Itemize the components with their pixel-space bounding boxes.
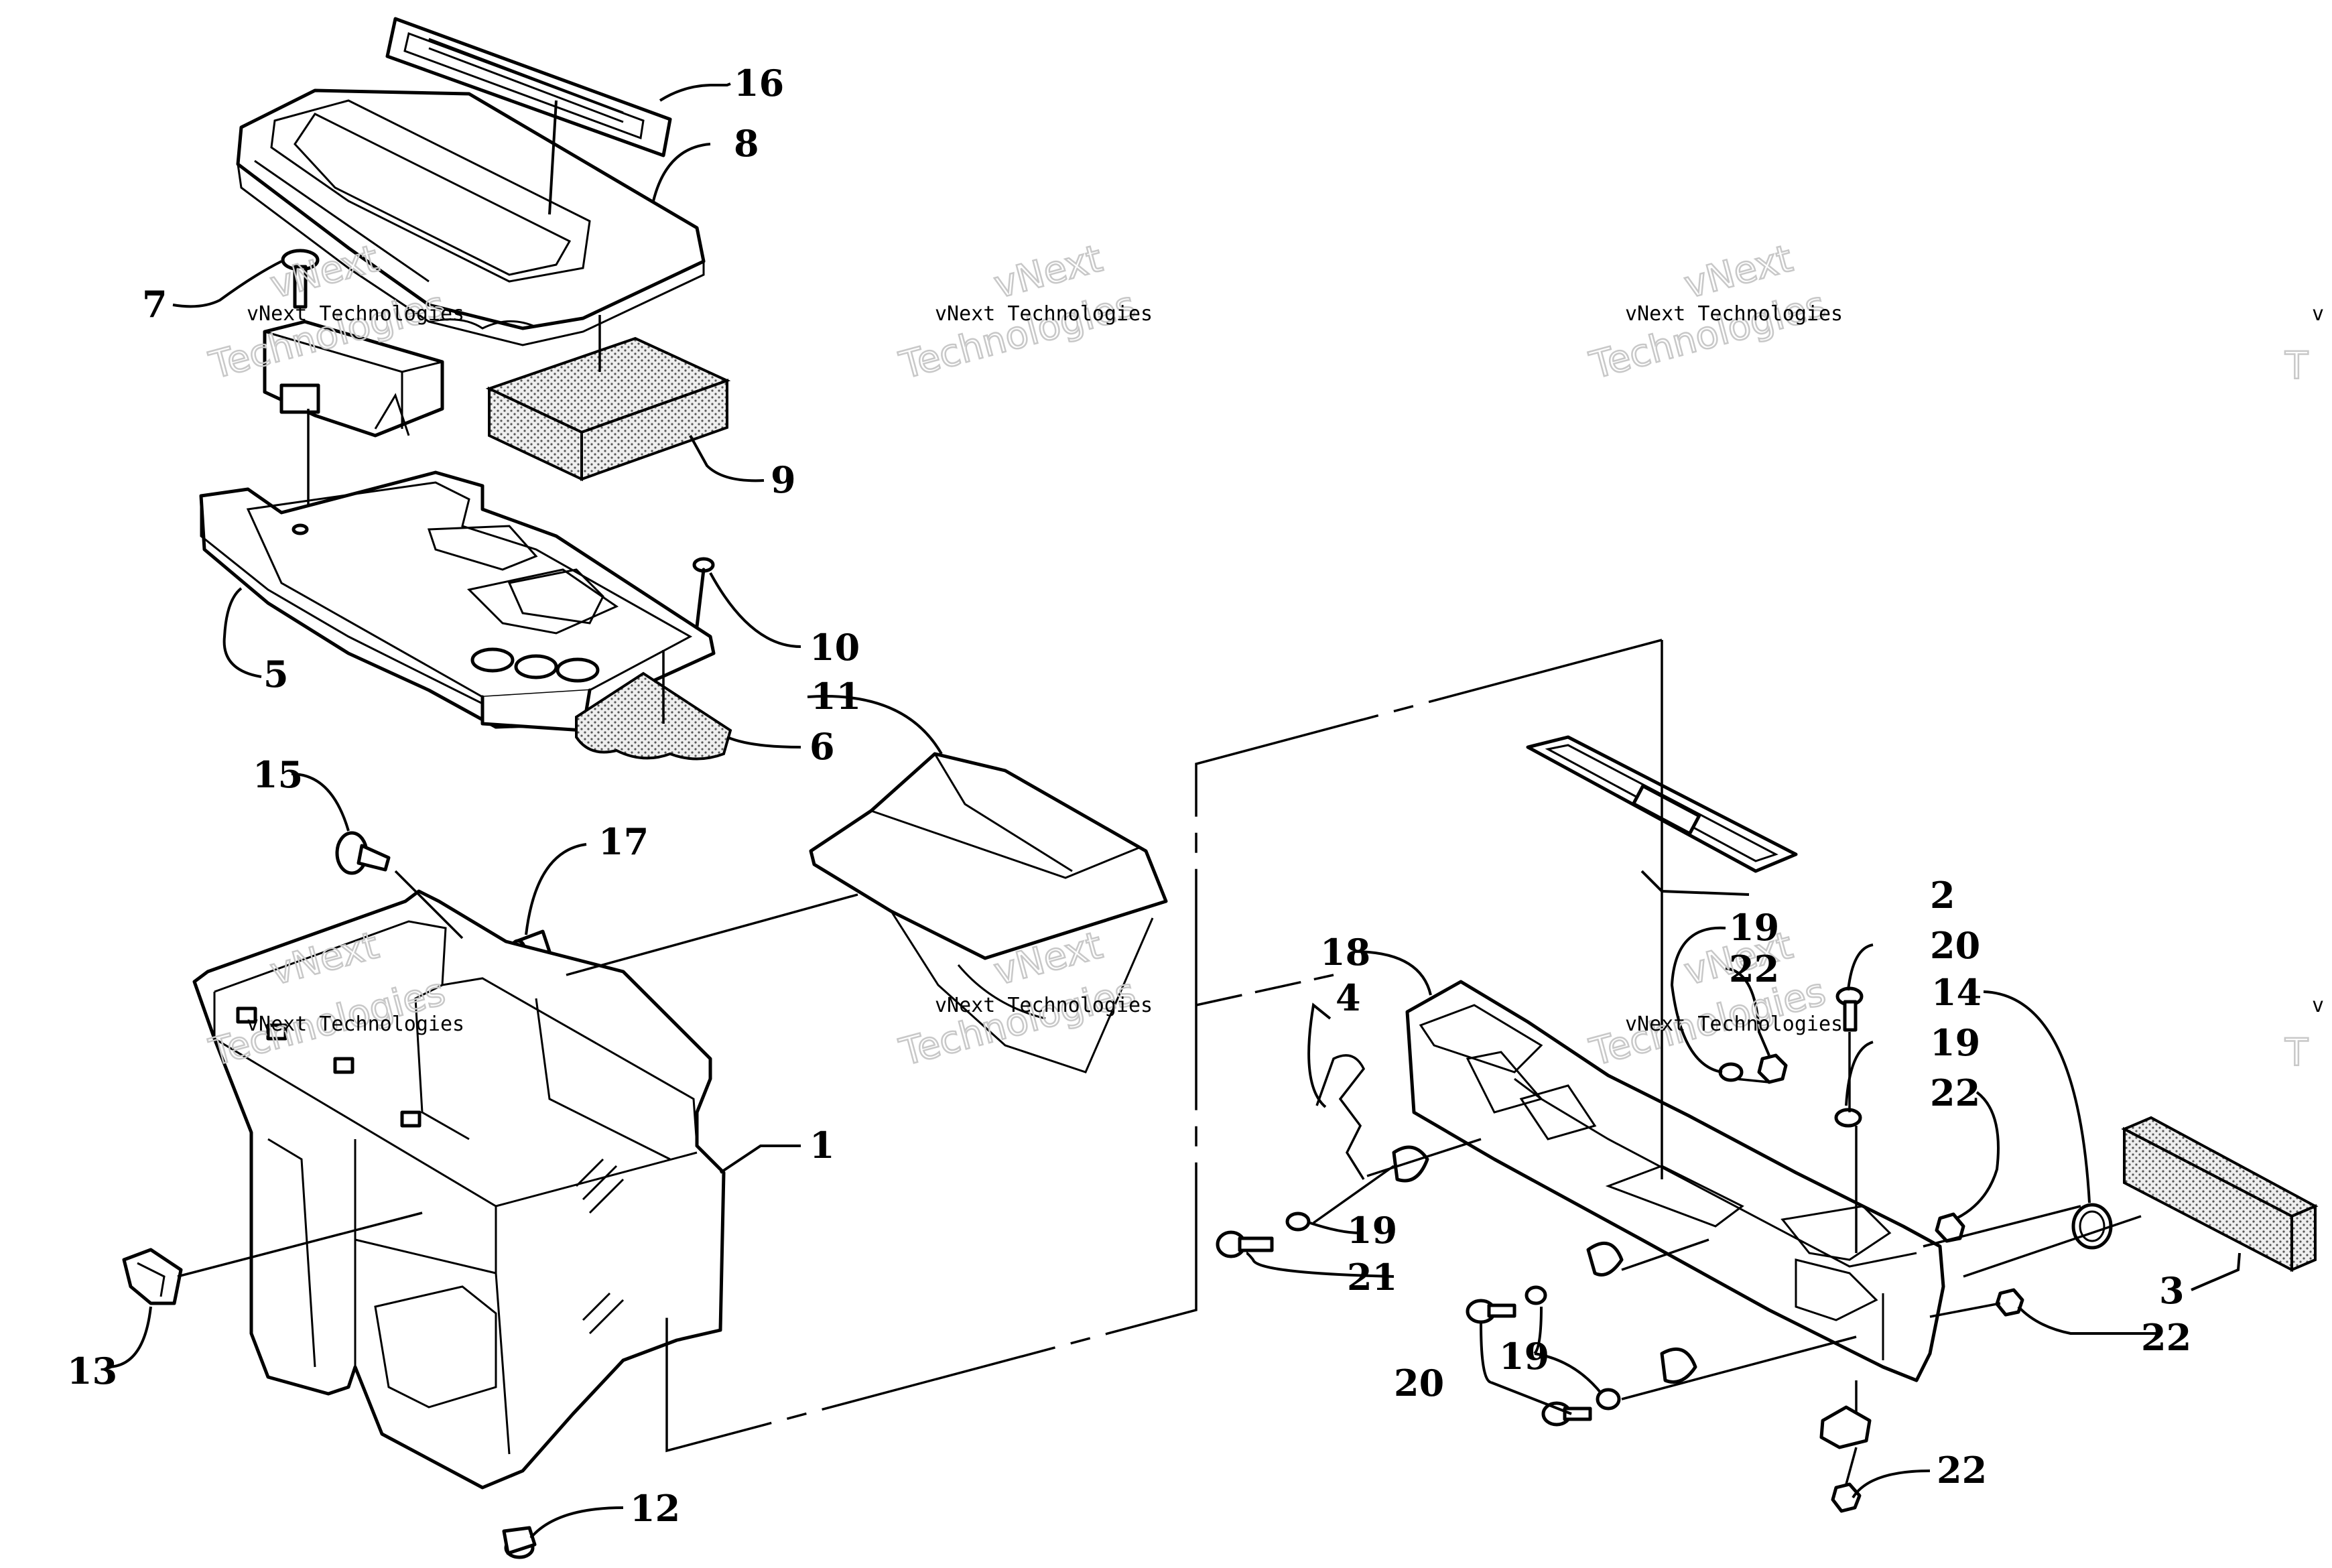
svg-text:T: T bbox=[2284, 344, 2309, 388]
callout-19-bottom: 19 bbox=[1499, 1335, 1549, 1378]
callout-22-bottom: 22 bbox=[1937, 1449, 1987, 1492]
callout-4: 4 bbox=[1336, 976, 1361, 1019]
callout-14: 14 bbox=[1931, 971, 1982, 1014]
svg-text:vNext Technologies: vNext Technologies bbox=[935, 302, 1153, 326]
part-13-clip bbox=[122, 1248, 183, 1305]
svg-text:vNext Technologies: vNext Technologies bbox=[935, 994, 1153, 1017]
callout-10: 10 bbox=[809, 626, 860, 669]
part-15-bolt bbox=[335, 831, 391, 875]
svg-text:vNext Technologies: vNext Technologies bbox=[1625, 1012, 1843, 1036]
callout-19-left: 19 bbox=[1347, 1209, 1397, 1252]
part-8-airbox-lid bbox=[236, 88, 706, 346]
callout-6: 6 bbox=[809, 725, 835, 768]
callout-19-right: 19 bbox=[1930, 1021, 1980, 1064]
callout-9: 9 bbox=[771, 458, 796, 501]
svg-text:vNext Technologies: vNext Technologies bbox=[247, 302, 464, 326]
part-10-screw bbox=[692, 557, 715, 629]
part-3-filter-element bbox=[2121, 1116, 2319, 1272]
callout-19-top: 19 bbox=[1729, 906, 1779, 949]
part-5-airbox-tray bbox=[199, 470, 716, 732]
callout-2: 2 bbox=[1930, 874, 1955, 917]
svg-text:vNext Technologies: vNext Technologies bbox=[247, 1012, 464, 1036]
callout-18: 18 bbox=[1320, 931, 1370, 974]
part-1-airbox-housing bbox=[192, 889, 726, 1490]
callout-numbers: 16 8 7 9 10 5 11 6 15 17 1 13 12 2 18 4 … bbox=[67, 62, 2191, 1530]
callout-21: 21 bbox=[1347, 1256, 1397, 1299]
svg-text:vNext: vNext bbox=[266, 237, 383, 307]
svg-text:v: v bbox=[2312, 302, 2324, 326]
callout-22-top: 22 bbox=[1729, 948, 1779, 990]
leader-lines bbox=[107, 82, 2241, 1539]
hardware bbox=[1216, 986, 2024, 1513]
callout-13: 13 bbox=[67, 1350, 117, 1392]
svg-text:T: T bbox=[2284, 1031, 2309, 1075]
part-4-spring bbox=[1315, 1054, 1366, 1180]
callout-5: 5 bbox=[263, 653, 289, 696]
section-lines bbox=[177, 639, 2142, 1485]
part-7-screw bbox=[281, 249, 320, 309]
callout-20-bottom: 20 bbox=[1394, 1362, 1444, 1404]
part-12-grommet bbox=[502, 1526, 537, 1559]
part-14-cap bbox=[2071, 1203, 2113, 1250]
callout-11: 11 bbox=[811, 675, 861, 718]
callout-17: 17 bbox=[598, 820, 649, 863]
callout-15: 15 bbox=[253, 753, 303, 796]
callout-22-right: 22 bbox=[1930, 1071, 1980, 1114]
callout-1: 1 bbox=[809, 1124, 835, 1167]
callout-3: 3 bbox=[2159, 1269, 2185, 1312]
callout-16: 16 bbox=[734, 62, 784, 105]
part-11-intake-boot bbox=[809, 752, 1168, 1073]
svg-text:v: v bbox=[2312, 994, 2324, 1017]
svg-text:vNext Technologies: vNext Technologies bbox=[1625, 302, 1843, 326]
part-9-filter-foam bbox=[485, 315, 731, 482]
part-6-intake-foam bbox=[575, 650, 732, 761]
callout-20-top: 20 bbox=[1930, 924, 1980, 967]
part-18-intake-manifold bbox=[1405, 980, 1945, 1382]
callout-12: 12 bbox=[630, 1487, 680, 1530]
callout-22-mid: 22 bbox=[2141, 1316, 2191, 1359]
callout-7: 7 bbox=[142, 283, 168, 326]
callout-8: 8 bbox=[734, 122, 759, 165]
part-16-decal bbox=[385, 17, 672, 157]
